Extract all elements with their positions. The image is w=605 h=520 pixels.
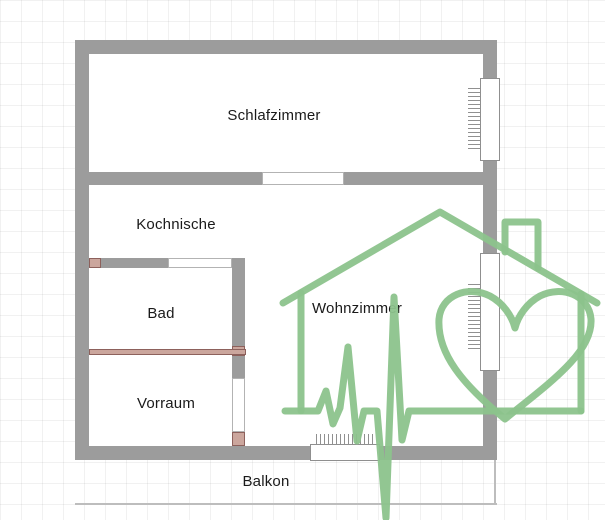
window-balkon-door — [310, 444, 380, 461]
door-jamb-bottom — [232, 432, 245, 446]
room-label-bad: Bad — [147, 305, 175, 322]
door-opening-schlafzimmer — [262, 172, 344, 185]
wall-outer-top — [75, 40, 497, 54]
wall-vertical-middle — [232, 356, 245, 378]
radiator-balkon-icon — [316, 434, 374, 445]
room-label-kochnische: Kochnische — [136, 216, 216, 233]
wall-outer-bottom — [75, 446, 497, 460]
door-line-bad-vorraum — [89, 349, 246, 355]
window-schlafzimmer — [480, 78, 500, 161]
room-label-schlafzimmer: Schlafzimmer — [227, 107, 321, 124]
wall-schlafzimmer-right — [344, 172, 483, 185]
wall-bad-top — [101, 258, 168, 268]
door-opening-bad — [168, 258, 232, 268]
door-opening-vorraum — [232, 378, 245, 432]
radiator-schlafzimmer-icon — [468, 88, 480, 152]
watermark-chimney — [501, 218, 542, 272]
wall-outer-left — [75, 54, 89, 460]
room-label-vorraum: Vorraum — [136, 395, 196, 412]
balcony-edge-bottom — [75, 503, 497, 505]
wall-vertical-upper — [232, 258, 245, 346]
room-label-balkon: Balkon — [242, 473, 290, 490]
balcony-edge-right — [494, 460, 496, 505]
door-jamb-bad-left — [89, 258, 101, 268]
room-label-wohnzimmer: Wohnzimmer — [311, 300, 403, 317]
window-wohnzimmer — [480, 253, 500, 371]
radiator-wohnzimmer-icon — [468, 284, 480, 352]
wall-schlafzimmer-left — [89, 172, 262, 185]
